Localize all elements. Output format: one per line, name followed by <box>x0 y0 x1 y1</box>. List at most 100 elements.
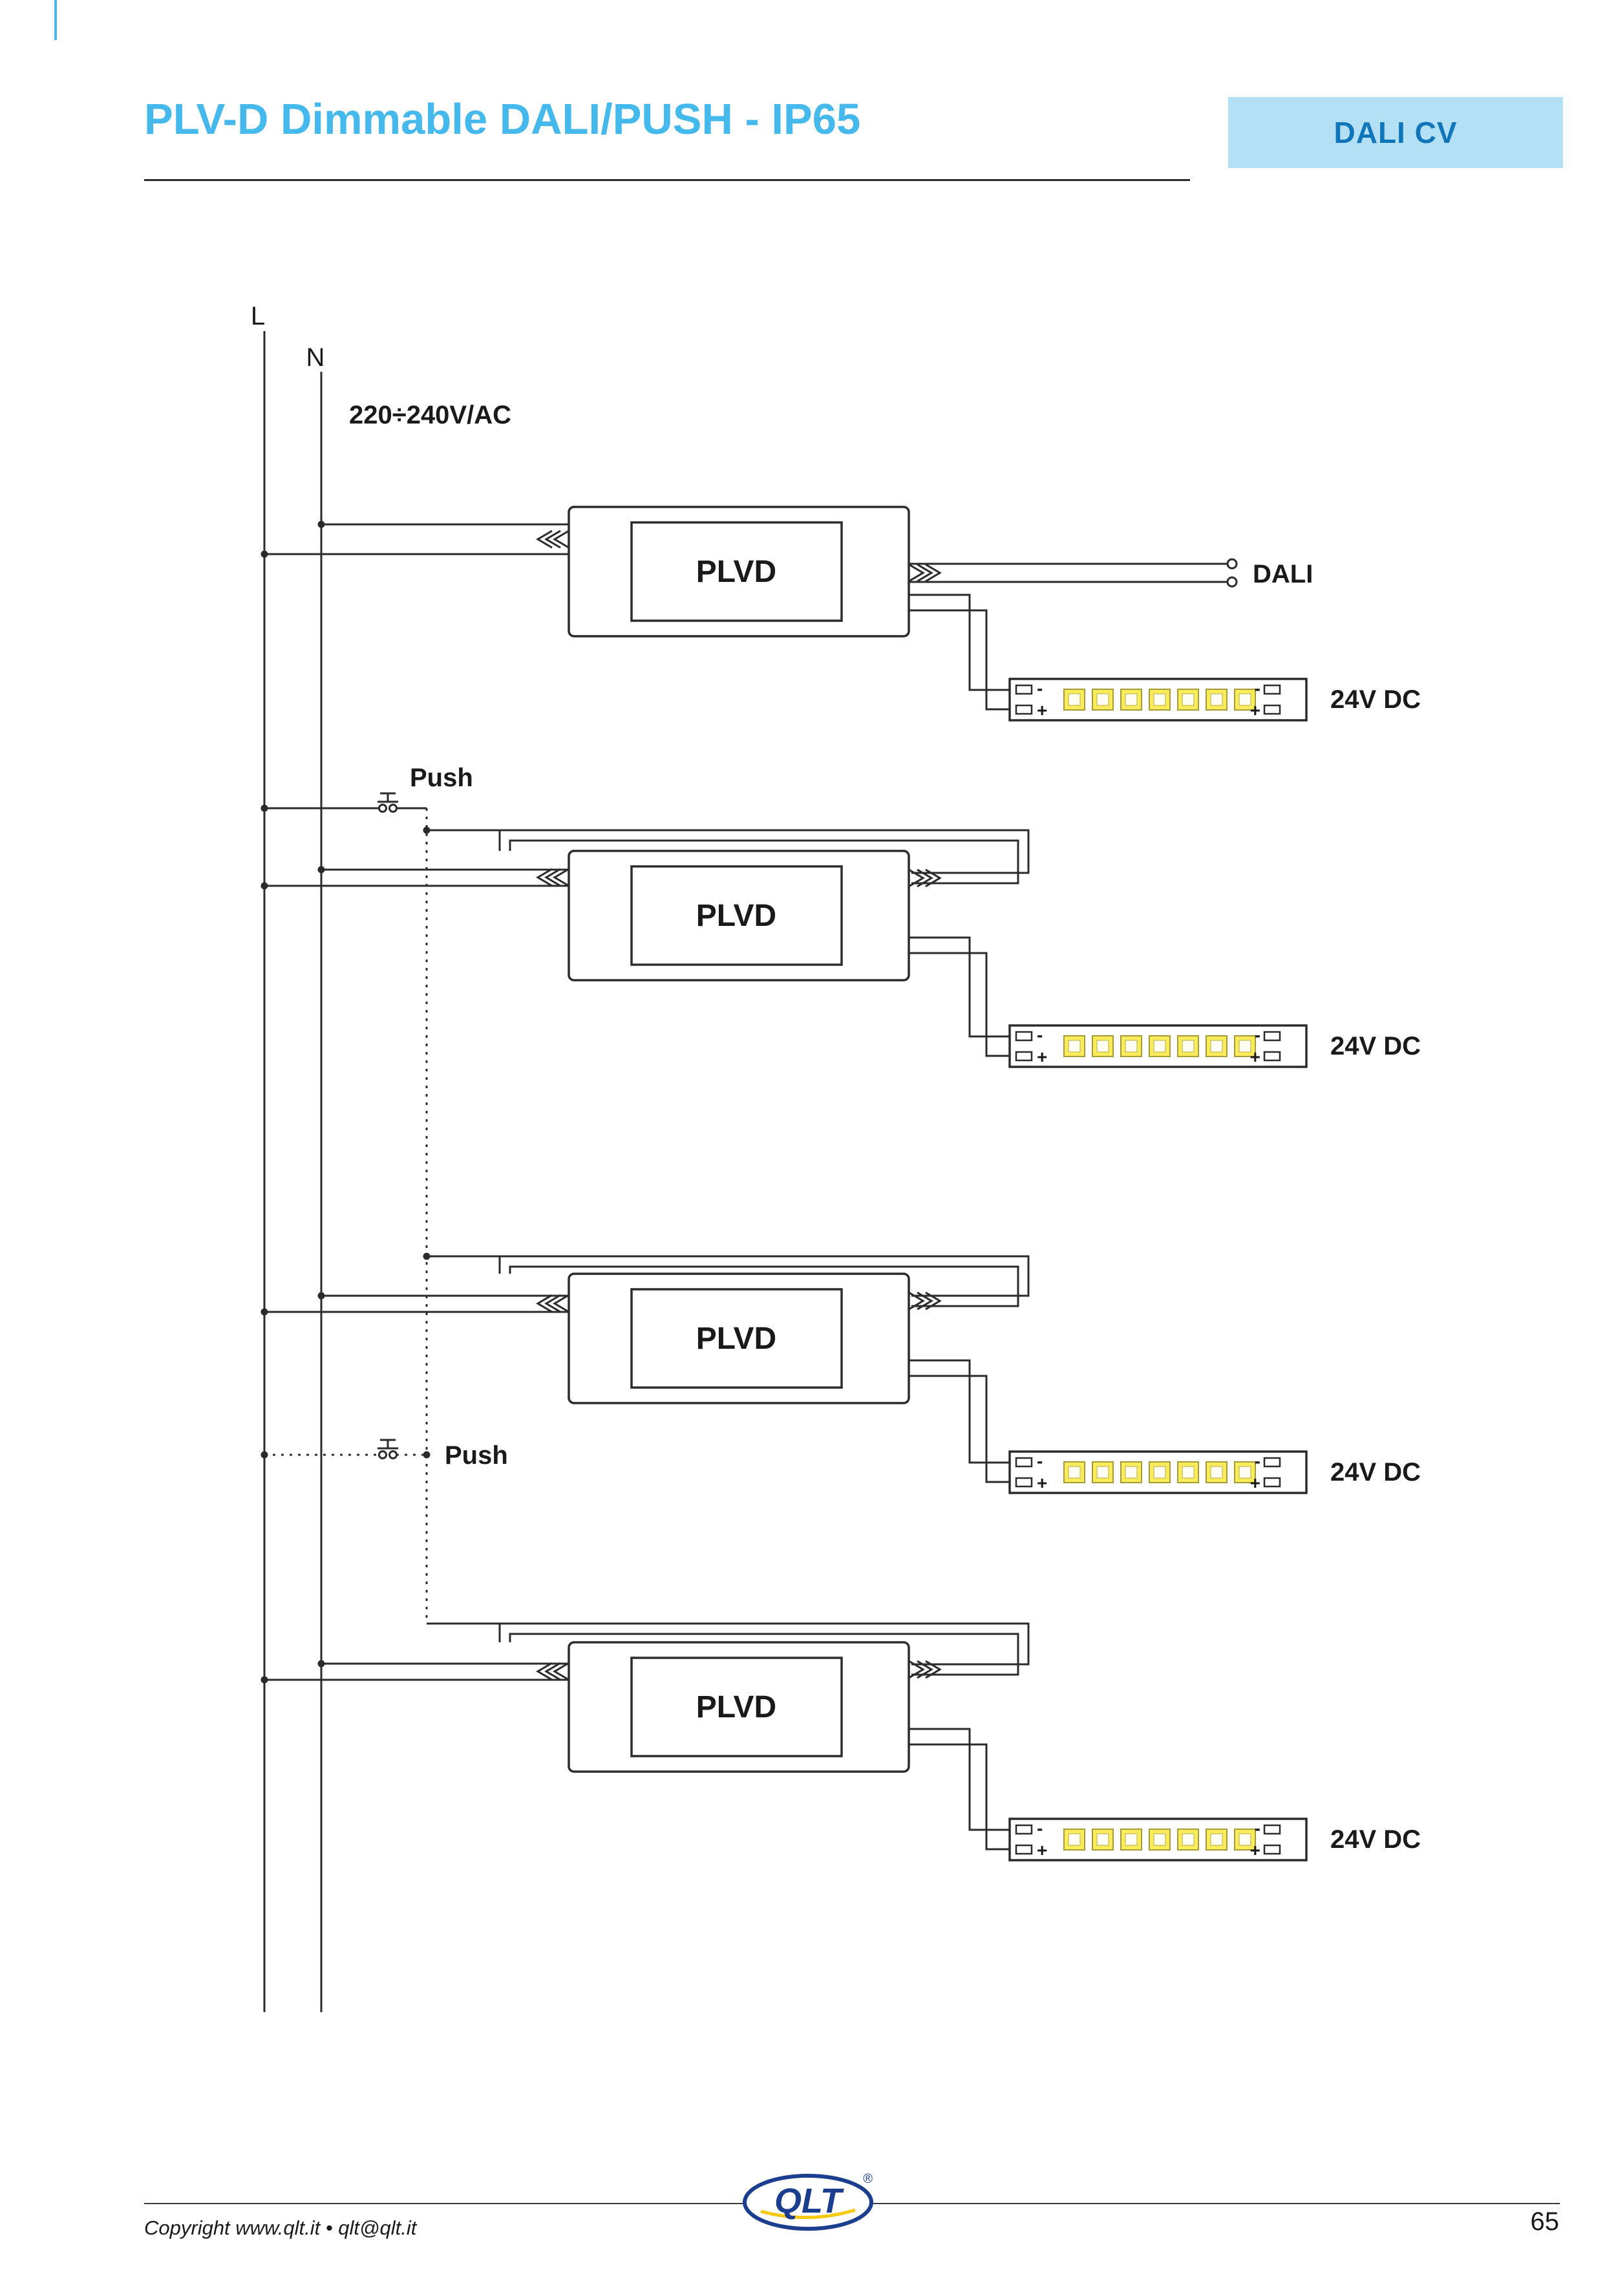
led-chip-center <box>1125 1040 1138 1053</box>
push-actuator-icon <box>377 1439 398 1450</box>
led-strip-4: - + - + <box>1008 1818 1308 1861</box>
led-chip <box>1063 1829 1085 1851</box>
led-chip-center <box>1125 1833 1138 1846</box>
driver-label: PLVD <box>696 1690 776 1724</box>
mains-lines: L N 220÷240V/AC <box>251 302 511 2012</box>
cable-gland-icon <box>537 530 570 549</box>
page-edge-accent <box>54 0 57 40</box>
neutral-label: N <box>306 343 325 372</box>
logo-text: QLT <box>774 2182 844 2220</box>
polarity-plus: + <box>1250 1840 1260 1860</box>
led-strip-2: - + - + <box>1008 1024 1308 1068</box>
phase-label: L <box>251 302 265 330</box>
dc-output-label: 24V DC <box>1330 685 1421 714</box>
led-chip-center <box>1210 1040 1223 1053</box>
polarity-minus: - <box>1255 1025 1260 1045</box>
plvd-driver-2: PLVD <box>537 850 941 982</box>
polarity-plus: + <box>1037 1047 1047 1067</box>
driver-label: PLVD <box>696 555 776 589</box>
polarity-minus: - <box>1037 1451 1043 1471</box>
led-strip-1: - + - + <box>1008 678 1308 722</box>
push-button-1: Push <box>260 764 473 813</box>
polarity-minus: - <box>1037 1818 1043 1838</box>
led-row <box>1063 1035 1256 1057</box>
led-chip-center <box>1096 1833 1109 1846</box>
led-chip <box>1177 1461 1199 1483</box>
led-chip-center <box>1068 1833 1081 1846</box>
polarity-minus: - <box>1255 678 1260 698</box>
plvd-driver-3: PLVD <box>537 1272 941 1404</box>
cable-gland-icon <box>908 563 941 583</box>
category-badge-label: DALI CV <box>1334 116 1458 149</box>
polarity-minus: - <box>1037 1025 1043 1045</box>
driver-2-input-wires <box>260 866 569 890</box>
push-button-2: Push <box>260 1439 508 1470</box>
led-chip-center <box>1182 1466 1195 1479</box>
driver-4-loop-wires <box>427 1622 1030 1676</box>
led-row <box>1063 1829 1256 1851</box>
led-chip-center <box>1153 1833 1166 1846</box>
dali-terminal-icon <box>1226 558 1238 570</box>
page-title: PLV-D Dimmable DALI/PUSH - IP65 <box>144 95 861 144</box>
led-chip <box>1234 1035 1256 1057</box>
push-label: Push <box>410 764 473 792</box>
led-chip-center <box>1239 693 1251 706</box>
led-chip-center <box>1153 693 1166 706</box>
dali-bus-wires: DALI <box>909 558 1313 588</box>
led-chip-center <box>1182 1040 1195 1053</box>
led-chip-center <box>1125 1466 1138 1479</box>
driver-4-output-wires <box>909 1728 1010 1851</box>
led-chip-center <box>1239 1833 1251 1846</box>
led-chip-center <box>1210 693 1223 706</box>
led-chip-center <box>1068 1040 1081 1053</box>
driver-label: PLVD <box>696 1322 776 1356</box>
led-chip-center <box>1182 1833 1195 1846</box>
led-chip <box>1234 1461 1256 1483</box>
led-chip-center <box>1239 1040 1251 1053</box>
dali-label: DALI <box>1253 560 1313 588</box>
cable-gland-icon <box>537 1662 570 1681</box>
driver-3-input-wires <box>260 1292 569 1316</box>
led-strip-3: - + - + <box>1008 1450 1308 1494</box>
polarity-plus: + <box>1037 1473 1047 1493</box>
driver-1-output-wires <box>909 594 1010 711</box>
mains-voltage-label: 220÷240V/AC <box>349 401 511 429</box>
led-chip-center <box>1068 1466 1081 1479</box>
led-chip-center <box>1239 1466 1251 1479</box>
driver-4-input-wires <box>260 1660 569 1684</box>
led-chip-center <box>1153 1466 1166 1479</box>
led-chip-center <box>1125 693 1138 706</box>
polarity-minus: - <box>1255 1818 1260 1838</box>
led-chip-center <box>1182 693 1195 706</box>
plvd-driver-1: PLVD <box>537 506 941 638</box>
driver-3-output-wires <box>909 1359 1010 1483</box>
push-actuator-icon <box>377 792 398 803</box>
title-underline <box>144 179 1190 181</box>
led-chip-center <box>1096 1466 1109 1479</box>
cable-gland-icon <box>537 868 570 887</box>
registered-mark: ® <box>863 2173 873 2186</box>
polarity-minus: - <box>1255 1451 1260 1471</box>
dc-output-label: 24V DC <box>1330 1032 1421 1060</box>
led-chip-center <box>1068 693 1081 706</box>
driver-2-loop-wires <box>427 829 1030 885</box>
qlt-logo: QLT ® <box>743 2173 873 2231</box>
driver-label: PLVD <box>696 899 776 933</box>
driver-1-input-wires <box>260 520 569 558</box>
page-number: 65 <box>1530 2207 1560 2236</box>
led-row <box>1063 689 1256 711</box>
copyright-text: Copyright www.qlt.it • qlt@qlt.it <box>144 2216 417 2239</box>
led-chip-center <box>1153 1040 1166 1053</box>
polarity-plus: + <box>1250 1047 1260 1067</box>
led-chip <box>1206 1829 1228 1851</box>
driver-2-output-wires <box>909 936 1010 1057</box>
led-chip-center <box>1210 1833 1223 1846</box>
push-label: Push <box>445 1441 508 1470</box>
polarity-plus: + <box>1250 1473 1260 1493</box>
driver-3-loop-wires <box>427 1255 1030 1307</box>
polarity-plus: + <box>1037 700 1047 720</box>
plvd-driver-4: PLVD <box>537 1641 941 1773</box>
category-badge: DALI CV <box>1228 97 1563 168</box>
